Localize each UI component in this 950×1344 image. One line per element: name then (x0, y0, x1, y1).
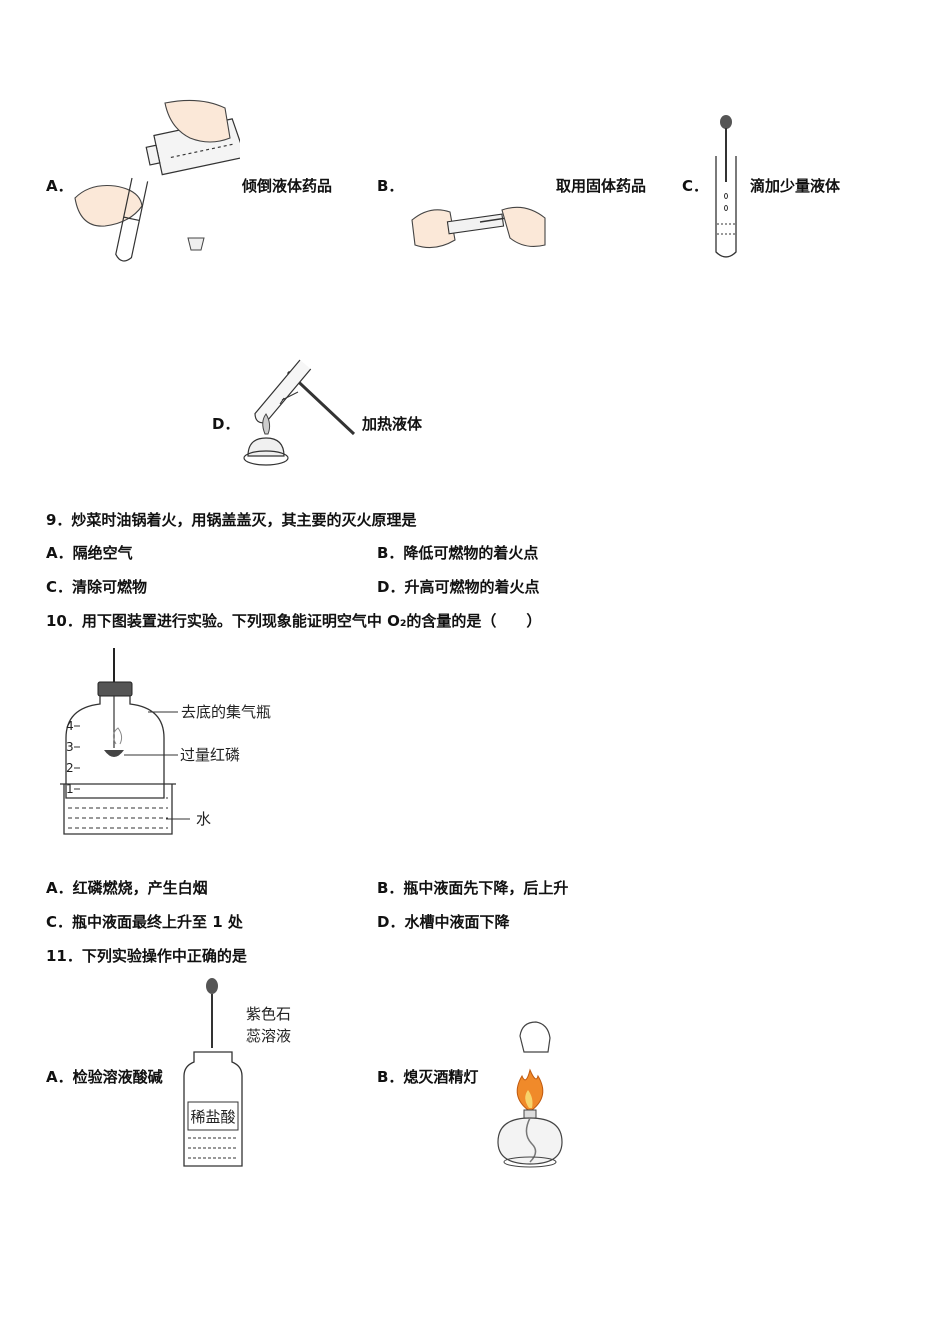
dropper-label-line-1: 紫色石 (246, 1005, 292, 1023)
q9-option-c: C．清除可燃物 (46, 578, 148, 596)
heating-liquid-figure (243, 359, 356, 466)
q8-option-c-letter: C． (682, 177, 709, 195)
taking-solid-figure (411, 206, 546, 249)
q8-option-c-text: 滴加少量液体 (750, 177, 841, 195)
q8-option-b-letter: B． (377, 177, 404, 195)
label-water: 水 (196, 810, 212, 828)
q11-option-b: B．熄灭酒精灯 (377, 1068, 479, 1086)
q10-option-b: B．瓶中液面先下降，后上升 (377, 879, 569, 897)
q10-option-c: C．瓶中液面最终上升至 1 处 (46, 913, 243, 931)
scale-mark-1: 1 (66, 782, 74, 796)
q10-stem: 10．用下图装置进行实验。下列现象能证明空气中 O₂的含量的是（ ） (46, 612, 542, 630)
q9-option-b: B．降低可燃物的着火点 (377, 544, 539, 562)
q8-option-d-text: 加热液体 (362, 415, 423, 433)
q10-option-d: D．水槽中液面下降 (377, 913, 510, 931)
label-bottle: 去底的集气瓶 (181, 703, 272, 721)
q8-option-d-letter: D． (212, 415, 240, 433)
acid-base-test-figure: 稀盐酸 (183, 978, 243, 1167)
q11-stem: 11．下列实验操作中正确的是 (46, 947, 247, 965)
bottle-label-text: 稀盐酸 (190, 1108, 235, 1126)
q11-option-a: A．检验溶液酸碱 (46, 1068, 163, 1086)
q9-stem: 9．炒菜时油锅着火，用锅盖盖灭，其主要的灭火原理是 (46, 511, 417, 529)
pouring-liquid-figure (74, 99, 240, 262)
q8-option-b-text: 取用固体药品 (556, 177, 647, 195)
oxygen-content-apparatus-figure: 4 3 2 1 (60, 648, 190, 835)
scale-mark-4: 4 (66, 719, 74, 733)
q8-option-a-letter: A． (46, 177, 73, 195)
dropping-liquid-figure (715, 115, 737, 258)
extinguish-lamp-figure (497, 1021, 563, 1168)
q9-option-a: A．隔绝空气 (46, 544, 133, 562)
scale-mark-2: 2 (66, 761, 74, 775)
dropper-label-line-2: 蕊溶液 (246, 1027, 292, 1045)
label-red-phosphorus: 过量红磷 (180, 746, 241, 764)
q9-option-d: D．升高可燃物的着火点 (377, 578, 540, 596)
scale-mark-3: 3 (66, 740, 74, 754)
q10-option-a: A．红磷燃烧，产生白烟 (46, 879, 208, 897)
q8-option-a-text: 倾倒液体药品 (242, 177, 333, 195)
